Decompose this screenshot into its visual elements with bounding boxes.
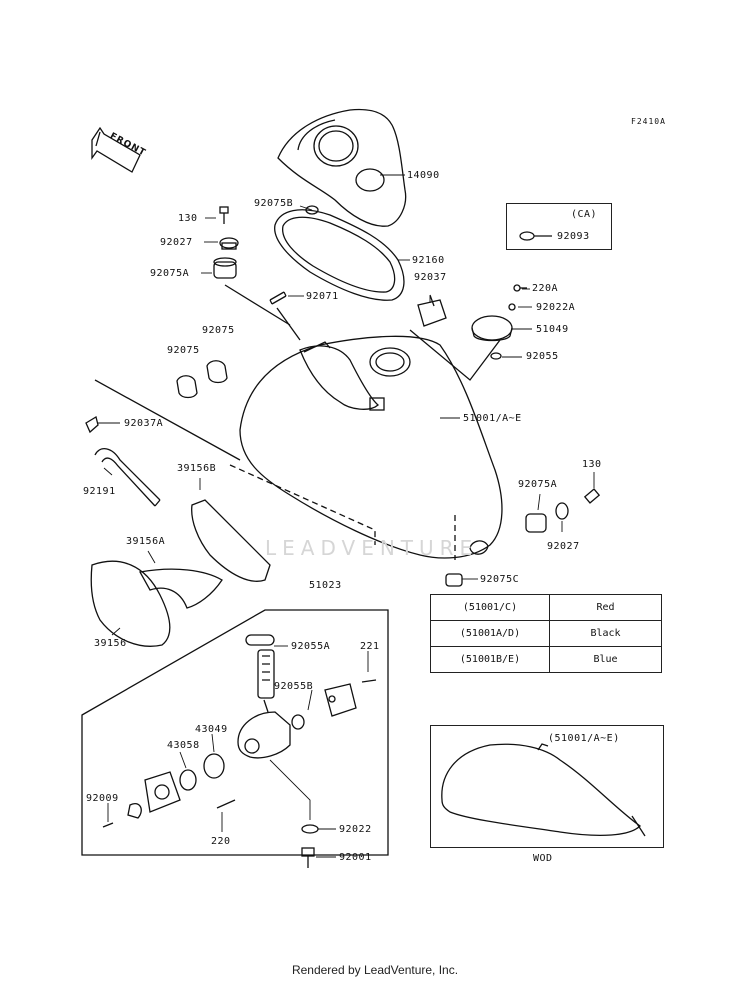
cover-221 [324, 679, 377, 717]
bolt-130-right [583, 488, 601, 504]
part-label-51001[interactable]: 51001/A~E [463, 413, 522, 424]
color-model: (51001B/E) [430, 646, 550, 673]
oring-92055B [291, 714, 305, 730]
part-label-92075-b[interactable]: 92075 [167, 345, 200, 356]
color-name: Black [549, 620, 662, 647]
color-row: (51001A/D) Black [430, 620, 662, 647]
part-label-92009[interactable]: 92009 [86, 793, 119, 804]
part-label-92037A[interactable]: 92037A [124, 418, 164, 429]
tank-dashed-lines [229, 464, 456, 560]
color-model: (51001A/D) [430, 620, 550, 647]
ca-box-part: 92093 [557, 231, 590, 242]
bolt-130 [219, 206, 229, 224]
packing-43049 [203, 753, 225, 779]
wod-caption: WOD [533, 853, 553, 864]
lever-92009 [102, 771, 181, 828]
part-label-92191[interactable]: 92191 [83, 486, 116, 497]
part-label-92160[interactable]: 92160 [412, 255, 445, 266]
part-label-130-right[interactable]: 130 [582, 459, 602, 470]
part-label-92037[interactable]: 92037 [414, 272, 447, 283]
part-label-14090[interactable]: 14090 [407, 170, 440, 181]
cover-39156B [191, 499, 271, 582]
part-label-92055B[interactable]: 92055B [274, 681, 314, 692]
damper-92075C [445, 573, 463, 587]
damper-92075A [213, 257, 237, 279]
part-label-92027-right[interactable]: 92027 [547, 541, 580, 552]
hose-92191 [94, 448, 161, 507]
part-label-43058[interactable]: 43058 [167, 740, 200, 751]
front-arrow [91, 126, 141, 173]
color-row: (51001B/E) Blue [430, 646, 662, 673]
washer-92027 [219, 237, 239, 250]
dampers-92075 [176, 360, 228, 399]
color-model: (51001/C) [430, 594, 550, 621]
washer-92075B [305, 205, 319, 215]
part-label-92022A[interactable]: 92022A [536, 302, 576, 313]
oring-92055 [490, 352, 502, 360]
oring-43058 [179, 769, 197, 791]
wod-box: (51001/A~E) [430, 725, 664, 848]
pin-92071 [269, 291, 287, 305]
color-row: (51001/C) Red [430, 594, 662, 621]
part-label-92075C[interactable]: 92075C [480, 574, 520, 585]
part-label-92075A-right[interactable]: 92075A [518, 479, 558, 490]
fuel-tank [239, 335, 503, 559]
part-label-220[interactable]: 220 [211, 836, 231, 847]
ca-variant-box: (CA) 92093 [506, 203, 612, 250]
meter-cover [277, 108, 407, 227]
part-label-39156B[interactable]: 39156B [177, 463, 217, 474]
part-label-92001[interactable]: 92001 [339, 852, 372, 863]
part-label-39156A[interactable]: 39156A [126, 536, 166, 547]
part-label-92075A[interactable]: 92075A [150, 268, 190, 279]
ca-box-title: (CA) [571, 209, 598, 220]
fuel-tap-box [81, 609, 389, 856]
bolt-92001 [301, 847, 315, 868]
part-label-39156[interactable]: 39156 [94, 638, 127, 649]
diagram-reference: F2410A [631, 117, 666, 126]
damper-92075A-right [525, 513, 547, 533]
clip-92037A [85, 415, 99, 434]
cover-39156 [90, 560, 171, 647]
washer-92022 [301, 824, 319, 834]
gasket-92055A [245, 634, 275, 646]
part-label-220A[interactable]: 220A [532, 283, 559, 294]
part-label-92071[interactable]: 92071 [306, 291, 339, 302]
nut-92022A [508, 303, 516, 311]
part-label-130[interactable]: 130 [178, 213, 198, 224]
part-label-92075B[interactable]: 92075B [254, 198, 294, 209]
cap-92037 [417, 294, 447, 327]
part-label-221[interactable]: 221 [360, 641, 380, 652]
cover-39156A [138, 568, 223, 609]
fuel-tap [237, 649, 291, 759]
color-table: (51001/C) Red (51001A/D) Black (51001B/E… [430, 594, 662, 673]
watermark-text: LEADVENTURE [265, 536, 479, 560]
color-name: Red [549, 594, 662, 621]
part-label-92022[interactable]: 92022 [339, 824, 372, 835]
leader-lines [98, 174, 595, 858]
part-label-92055[interactable]: 92055 [526, 351, 559, 362]
part-label-92027[interactable]: 92027 [160, 237, 193, 248]
cover-gasket [274, 209, 405, 301]
color-name: Blue [549, 646, 662, 673]
screw-220A [513, 284, 527, 292]
part-label-92075-a[interactable]: 92075 [202, 325, 235, 336]
part-label-51023[interactable]: 51023 [309, 580, 342, 591]
part-label-43049[interactable]: 43049 [195, 724, 228, 735]
footer-credit: Rendered by LeadVenture, Inc. [291, 963, 459, 977]
wod-tank-outline [441, 743, 646, 837]
part-label-51049[interactable]: 51049 [536, 324, 569, 335]
part-label-92055A[interactable]: 92055A [291, 641, 331, 652]
washer-92093 [519, 231, 552, 241]
wod-box-title: (51001/A~E) [548, 733, 620, 744]
screw-220 [216, 799, 236, 809]
cap-51049 [471, 315, 513, 342]
washer-92027-right [555, 502, 569, 520]
